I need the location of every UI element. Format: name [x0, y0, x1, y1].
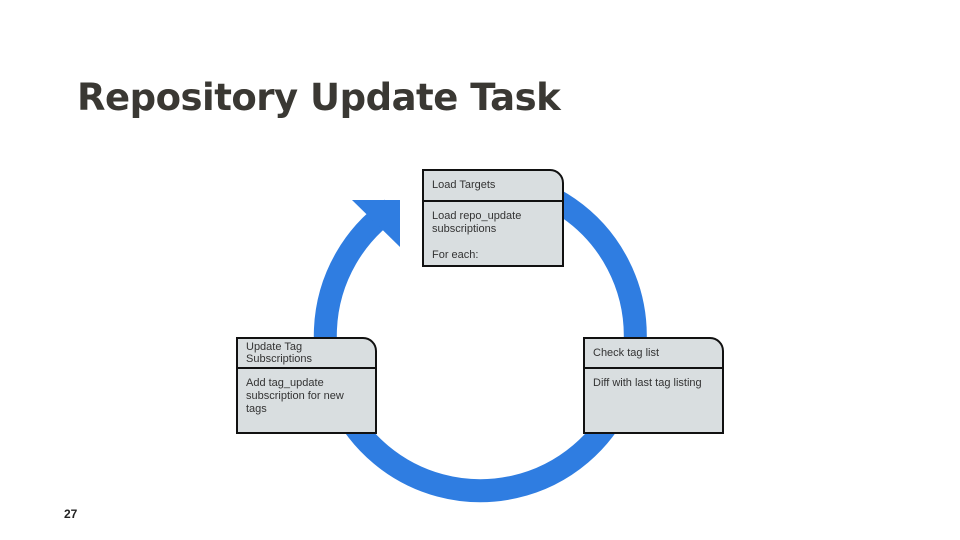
cycle-arc	[313, 171, 647, 503]
page-title: Repository Update Task	[77, 76, 561, 119]
node-body: Diff with last tag listing	[593, 377, 702, 389]
node-load-targets: Load Targets Load repo_update subscripti…	[422, 169, 564, 267]
page-number: 27	[64, 507, 78, 521]
node-body: Add tag_update subscription for new tags	[246, 377, 344, 415]
node-body: Load repo_update subscriptions For each:	[432, 210, 522, 261]
node-header: Load Targets	[424, 171, 562, 202]
arrowhead-icon	[352, 200, 400, 247]
node-update-tag-subscriptions: Update Tag Subscriptions Add tag_update …	[236, 337, 377, 434]
node-header: Update Tag Subscriptions	[238, 339, 375, 369]
node-check-tag-list: Check tag list Diff with last tag listin…	[583, 337, 724, 434]
node-header: Check tag list	[585, 339, 722, 369]
